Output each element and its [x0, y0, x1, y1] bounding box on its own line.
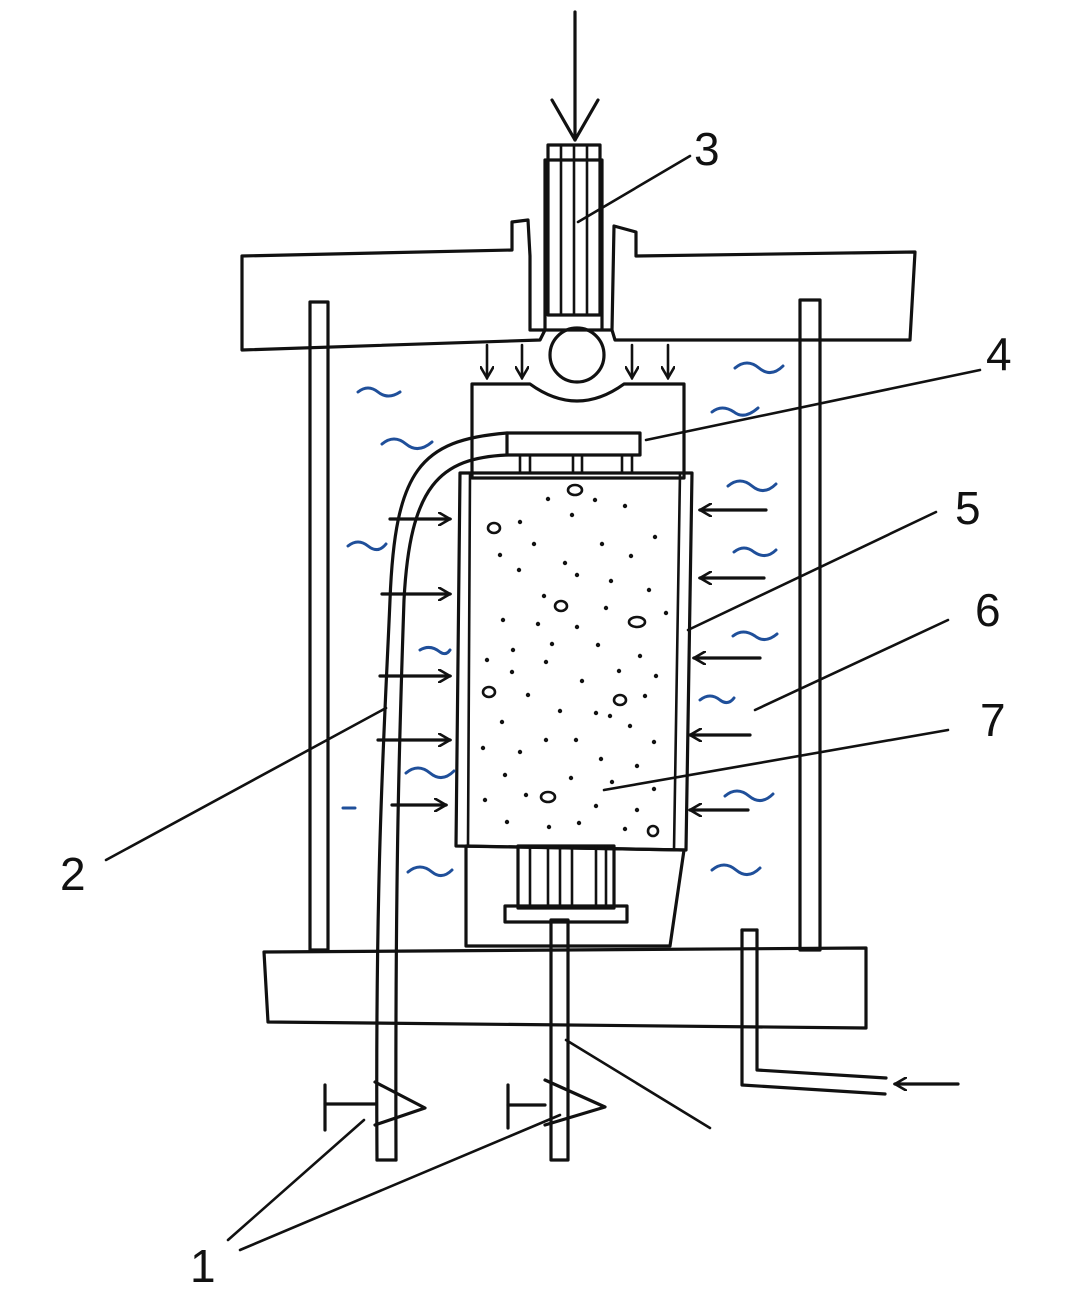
- right-pressure-arrows: [690, 510, 768, 810]
- label-3: 3: [694, 123, 720, 175]
- label-1: 1: [190, 1240, 216, 1292]
- bottom-pedestal: [464, 844, 686, 948]
- loading-ram: [546, 143, 602, 317]
- label-2: 2: [60, 848, 86, 900]
- top-cap: [470, 382, 686, 480]
- top-porous-stone: [518, 453, 634, 475]
- valve-left: [323, 1080, 427, 1132]
- left-pressure-arrows: [376, 519, 450, 805]
- water-inlet-pipe: [740, 928, 960, 1096]
- bottom-plate: [262, 946, 868, 1030]
- drainage-tube: [375, 431, 642, 1162]
- top-pressure-arrows: [487, 343, 668, 378]
- soil-specimen: [454, 471, 694, 852]
- steel-ball: [548, 326, 606, 384]
- cell-water: [341, 361, 785, 877]
- label-6: 6: [975, 584, 1001, 636]
- label-5: 5: [955, 482, 981, 534]
- cell-posts: [308, 298, 822, 952]
- label-7: 7: [980, 694, 1006, 746]
- top-plate: [240, 158, 917, 352]
- axial-load-arrow: [550, 10, 600, 142]
- leader-lines: [104, 154, 982, 1252]
- valve-right: [506, 1078, 607, 1130]
- label-4: 4: [986, 328, 1012, 380]
- soil-grains: [480, 483, 669, 838]
- callout-labels: 3 4 5 6 7 2 1: [60, 123, 1012, 1292]
